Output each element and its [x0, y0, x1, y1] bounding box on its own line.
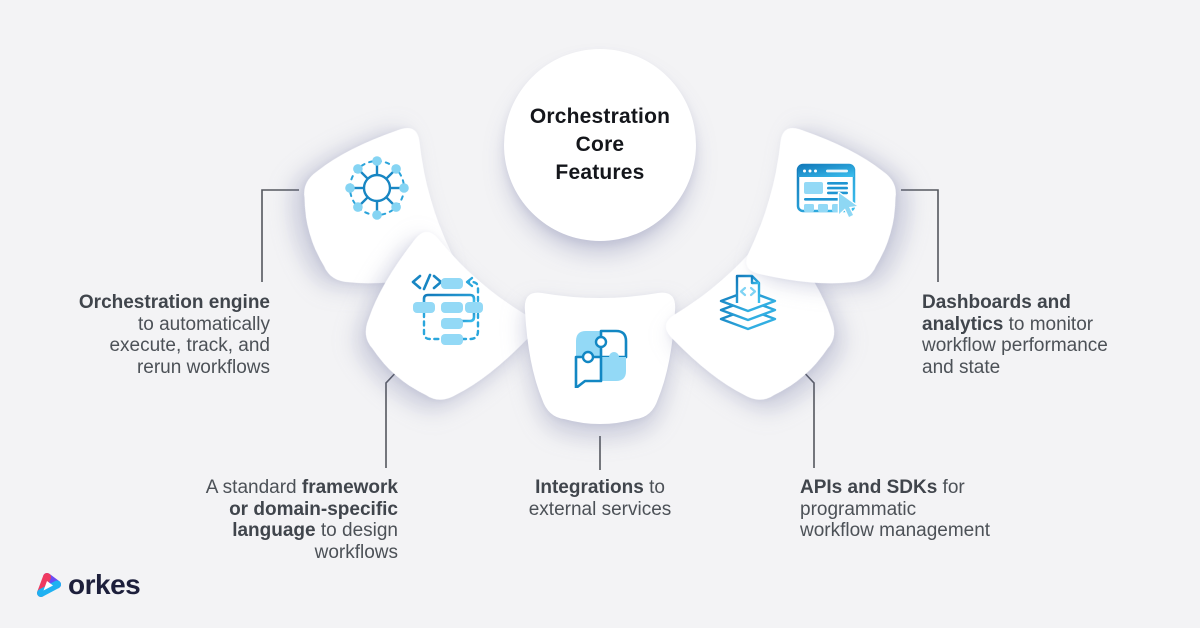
puzzle-chat-icon: [574, 329, 628, 388]
feature-text-line: to automatically: [137, 313, 270, 335]
feature-label-integrations: Integrations to external services: [480, 477, 720, 520]
code-document-stack-icon: [719, 274, 777, 331]
feature-label-dashboards: Dashboards and analytics to monitor work…: [922, 292, 1142, 378]
feature-label-apis-sdks: APIs and SDKs for programmatic workflow …: [800, 477, 1030, 542]
network-hub-icon: [345, 156, 409, 220]
feature-label-orchestration-engine: Orchestration engine to automatically ex…: [48, 292, 270, 378]
orkes-logo-icon: [37, 573, 61, 597]
feature-text-line: Orchestration engine: [78, 292, 270, 313]
workflow-diagram-icon: [411, 273, 483, 345]
center-title-circle: Orchestration Core Features: [504, 49, 696, 241]
feature-text-line: programmatic: [800, 498, 917, 520]
dashboard-browser-icon: [796, 163, 859, 219]
feature-text-line: APIs and SDKs for: [800, 477, 965, 498]
feature-text-line: Dashboards and: [922, 292, 1071, 313]
page-title: Orchestration Core Features: [529, 105, 671, 184]
feature-text-line: execute, track, and: [109, 335, 270, 356]
feature-text-line: workflows: [314, 541, 398, 563]
feature-label-framework-dsl: A standard framework or domain-specific …: [168, 477, 398, 563]
petal-card-framework-dsl: [365, 231, 535, 400]
feature-text-line: workflow management: [800, 520, 991, 541]
feature-text-line: Integrations to: [535, 477, 665, 498]
feature-text-line: workflow performance: [922, 335, 1108, 356]
brand-logo: orkes: [35, 569, 141, 601]
feature-text-line: language to design: [232, 520, 398, 541]
feature-text-line: rerun workflows: [136, 356, 270, 378]
brand-name: orkes: [68, 569, 141, 600]
feature-text-line: A standard framework: [205, 477, 398, 498]
feature-text-line: external services: [528, 498, 672, 520]
feature-text-line: analytics to monitor: [922, 313, 1094, 335]
feature-text-line: and state: [922, 356, 1001, 378]
feature-text-line: or domain-specific: [229, 498, 398, 520]
